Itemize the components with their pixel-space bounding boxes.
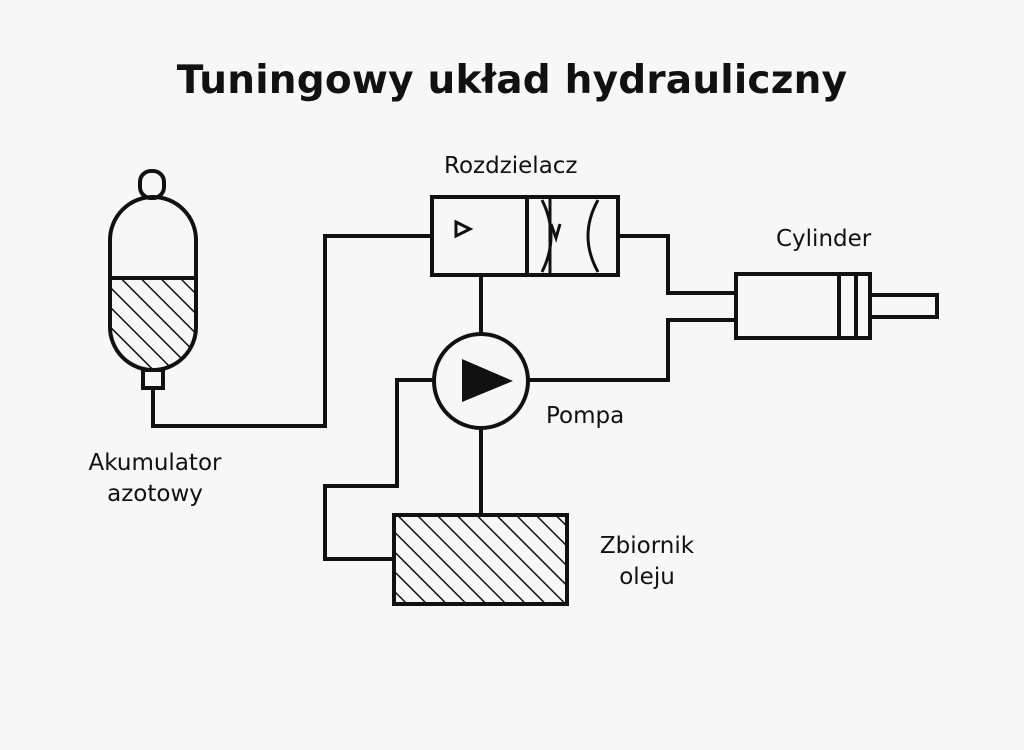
line-accumulator-valve	[151, 234, 432, 428]
line-pump-cylinder	[528, 318, 736, 382]
tank-label-line1: Zbiornik	[599, 533, 695, 559]
cylinder-symbol	[734, 272, 939, 340]
line-valve-cylinder	[618, 234, 736, 295]
accumulator-symbol	[108, 169, 198, 390]
pump-triangle-icon	[462, 359, 513, 402]
accumulator-label: Akumulator azotowy	[55, 448, 255, 510]
tank-label: Zbiornik oleju	[582, 531, 712, 593]
cylinder-label: Cylinder	[776, 226, 872, 252]
valve-flow-arc-1	[540, 199, 553, 273]
accumulator-body	[108, 195, 198, 372]
cylinder-barrel	[734, 272, 872, 340]
valve-symbol	[430, 195, 620, 277]
pump-circle	[432, 332, 530, 430]
cylinder-rod	[868, 293, 939, 319]
line-return-loop	[323, 378, 434, 561]
valve-flow-arc-2	[586, 199, 600, 273]
valve-arrow-icon	[549, 223, 562, 243]
cylinder-piston	[837, 272, 858, 340]
accumulator-hatch	[110, 278, 196, 370]
valve-small-triangle	[454, 219, 474, 239]
pump-label: Pompa	[546, 403, 625, 429]
tank-body	[392, 513, 569, 606]
pump-symbol	[432, 332, 530, 430]
diagram-title: Tuningowy układ hydrauliczny	[176, 58, 848, 103]
accumulator-top-cap	[138, 169, 166, 200]
tank-label-line2: oleju	[619, 564, 675, 590]
accumulator-label-line2: azotowy	[107, 481, 203, 507]
tank-symbol	[392, 513, 569, 606]
hydraulic-lines	[151, 234, 736, 561]
accumulator-label-line1: Akumulator	[88, 450, 222, 476]
accumulator-port	[141, 368, 165, 390]
tank-hatch	[394, 515, 567, 604]
valve-label: Rozdzielacz	[444, 153, 578, 179]
